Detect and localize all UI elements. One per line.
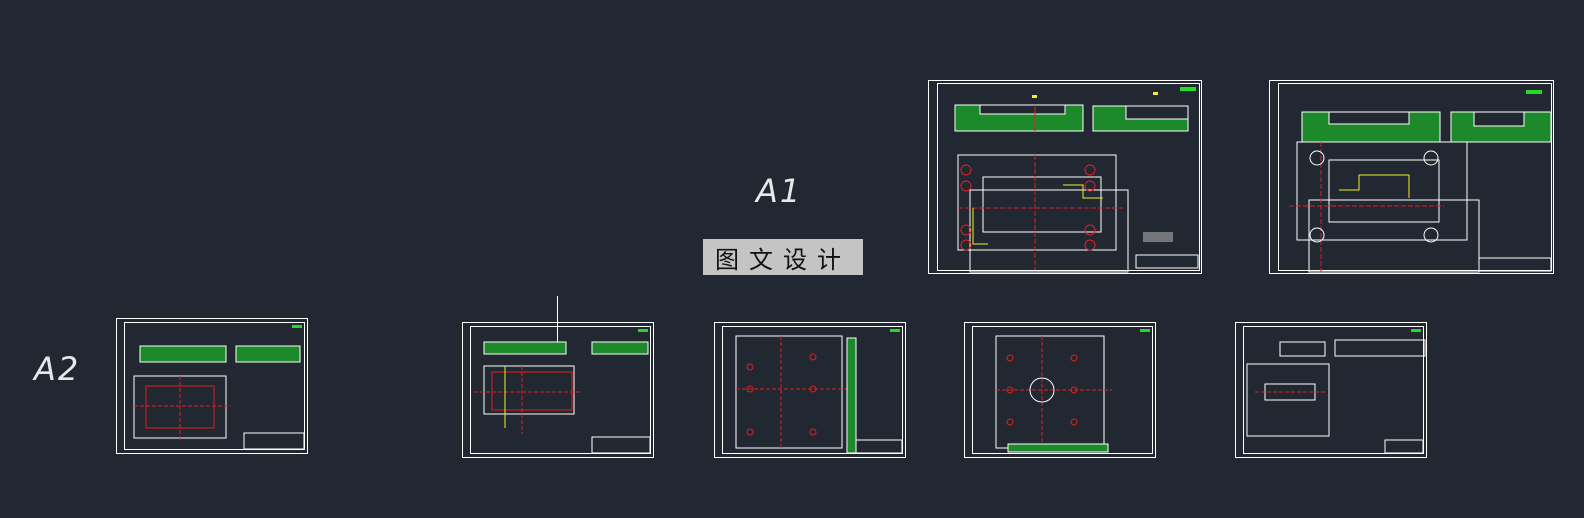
drawing-sheet-a2-4[interactable] — [964, 322, 1156, 458]
drawing-sheet-a1-1[interactable] — [928, 80, 1202, 274]
drawing-sheet-a2-5[interactable] — [1235, 322, 1427, 458]
drawing-sheet-a2-1[interactable] — [116, 318, 308, 454]
drawing-sheet-a2-2[interactable] — [462, 322, 654, 458]
drawing-sheet-a1-2[interactable] — [1269, 80, 1554, 274]
group-label-a1: A1 — [756, 172, 803, 210]
watermark-banner: 图文设计 — [703, 239, 863, 275]
group-label-a2: A2 — [34, 350, 81, 388]
drawing-sheet-a2-3[interactable] — [714, 322, 906, 458]
cursor-crosshair — [557, 296, 558, 354]
